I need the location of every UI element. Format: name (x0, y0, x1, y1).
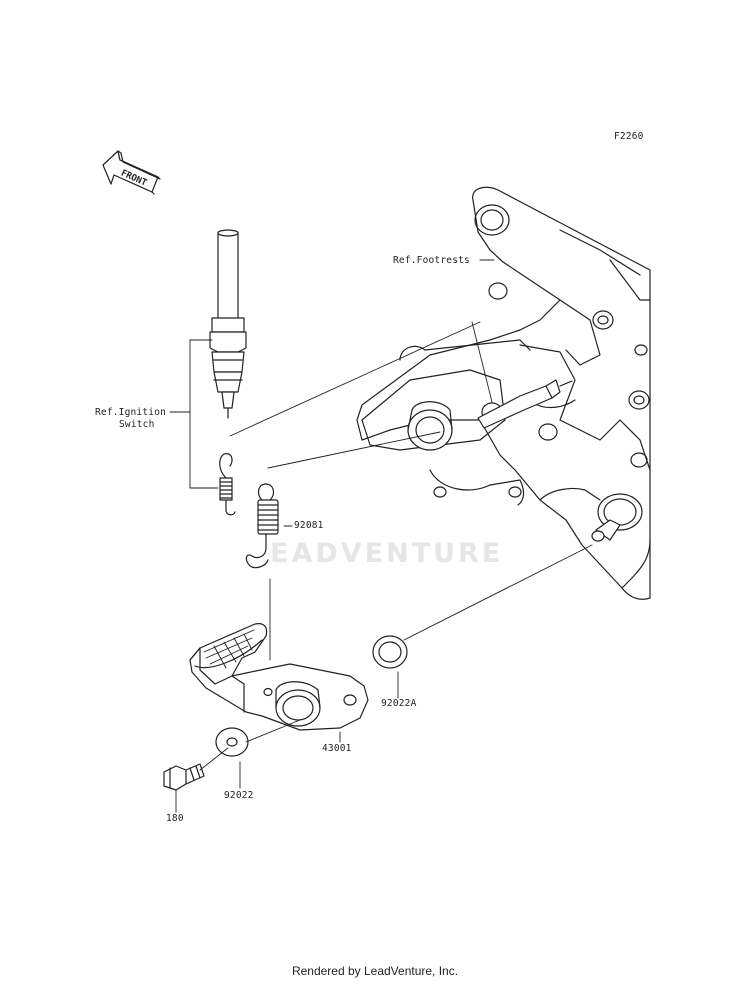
return-spring (245, 483, 279, 569)
label-ignition-line2: Switch (119, 419, 155, 430)
label-footrests: Ref.Footrests (393, 255, 470, 266)
bolt-180 (163, 763, 205, 791)
footer-credit: Rendered by LeadVenture, Inc. (291, 964, 459, 978)
label-washer-92022a: 92022A (381, 698, 417, 709)
brake-pedal (189, 623, 369, 731)
label-washer-92022: 92022 (224, 790, 254, 801)
ignition-switch (209, 229, 247, 419)
label-pedal-43001: 43001 (322, 743, 352, 754)
label-bolt-180: 180 (166, 813, 184, 824)
diagram-code: F2260 (614, 131, 644, 142)
frame-bracket (356, 186, 651, 600)
label-ignition-line1: Ref.Ignition (95, 407, 167, 418)
washer-92022 (215, 727, 249, 757)
front-arrow-icon: FRONT (102, 150, 161, 195)
switch-spring (219, 453, 236, 516)
washer-92022a (372, 635, 408, 669)
leader-lines (169, 259, 593, 813)
label-spring-92081: 92081 (294, 520, 324, 531)
watermark: EADVENTURE (270, 538, 504, 569)
